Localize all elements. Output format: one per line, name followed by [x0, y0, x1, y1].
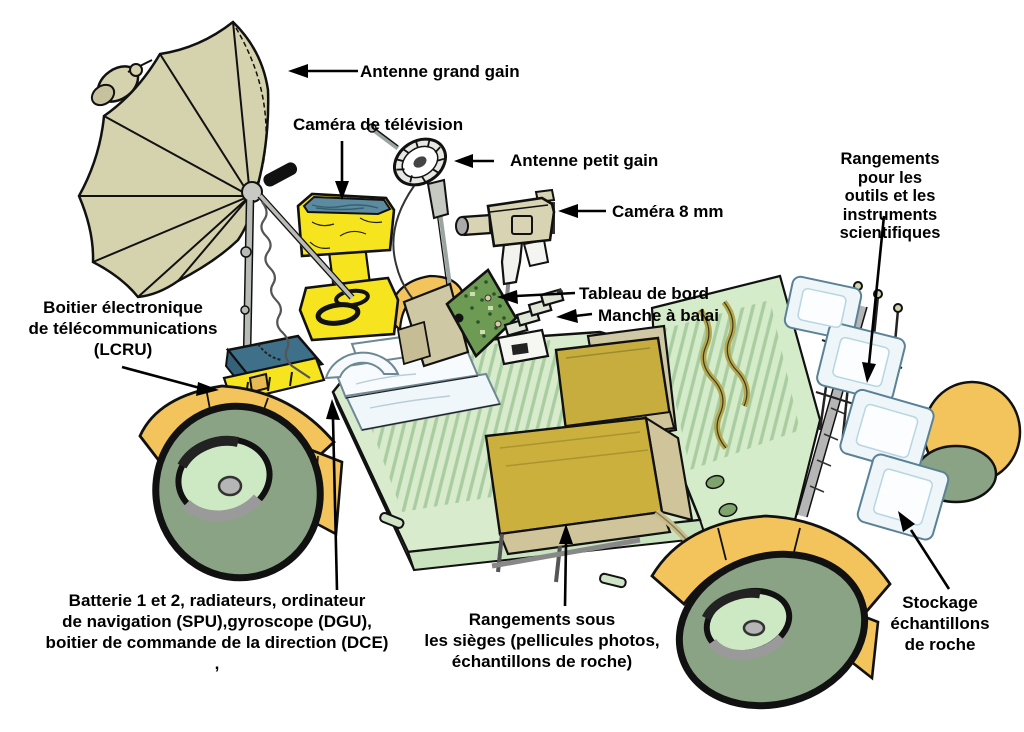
antenna-feed-horn: [90, 59, 153, 107]
wheel-front-left: [138, 372, 344, 582]
callout-camera-8mm: Caméra 8 mm: [612, 202, 724, 221]
coiled-cable: [260, 201, 311, 379]
antenna-strut: [257, 193, 355, 301]
callout-stockage: Stockage échantillons de roche: [890, 593, 990, 654]
sample-stowage-bags: [783, 275, 950, 541]
callout-arrows: [121, 64, 951, 607]
callout-lcru: Boitier électronique de télécommunicatio…: [28, 298, 218, 359]
callout-batterie: Batterie 1 et 2, radiateurs, ordinateur …: [45, 591, 389, 673]
callout-manche-a-balai: Manche à balai: [598, 306, 719, 325]
callout-antenne-petit-gain: Antenne petit gain: [510, 151, 659, 170]
wheel-rear-right: [650, 514, 892, 710]
antenna-mast: [240, 199, 255, 359]
callout-antenne-grand-gain: Antenne grand gain: [360, 62, 520, 81]
callout-rangements-sieges: Rangements sous les sièges (pellicules p…: [424, 610, 660, 671]
low-gain-antenna: [367, 123, 458, 331]
electronics-box: [298, 276, 400, 342]
callout-camera-television: Caméra de télévision: [293, 115, 464, 134]
instrument-panel: [445, 268, 518, 359]
wheel-far-right: [914, 380, 1022, 504]
callout-tableau-de-bord: Tableau de bord: [579, 284, 710, 303]
webbing-straps: [697, 300, 750, 450]
antenna-handle: [263, 162, 298, 187]
callout-rangements-outils: Rangements pour les outils et les instru…: [839, 150, 941, 242]
console-panel: [396, 268, 518, 368]
high-gain-antenna: [77, 20, 298, 359]
rear-pallet: [650, 274, 903, 562]
lcru-box: [222, 334, 326, 404]
tv-camera: [296, 192, 396, 292]
